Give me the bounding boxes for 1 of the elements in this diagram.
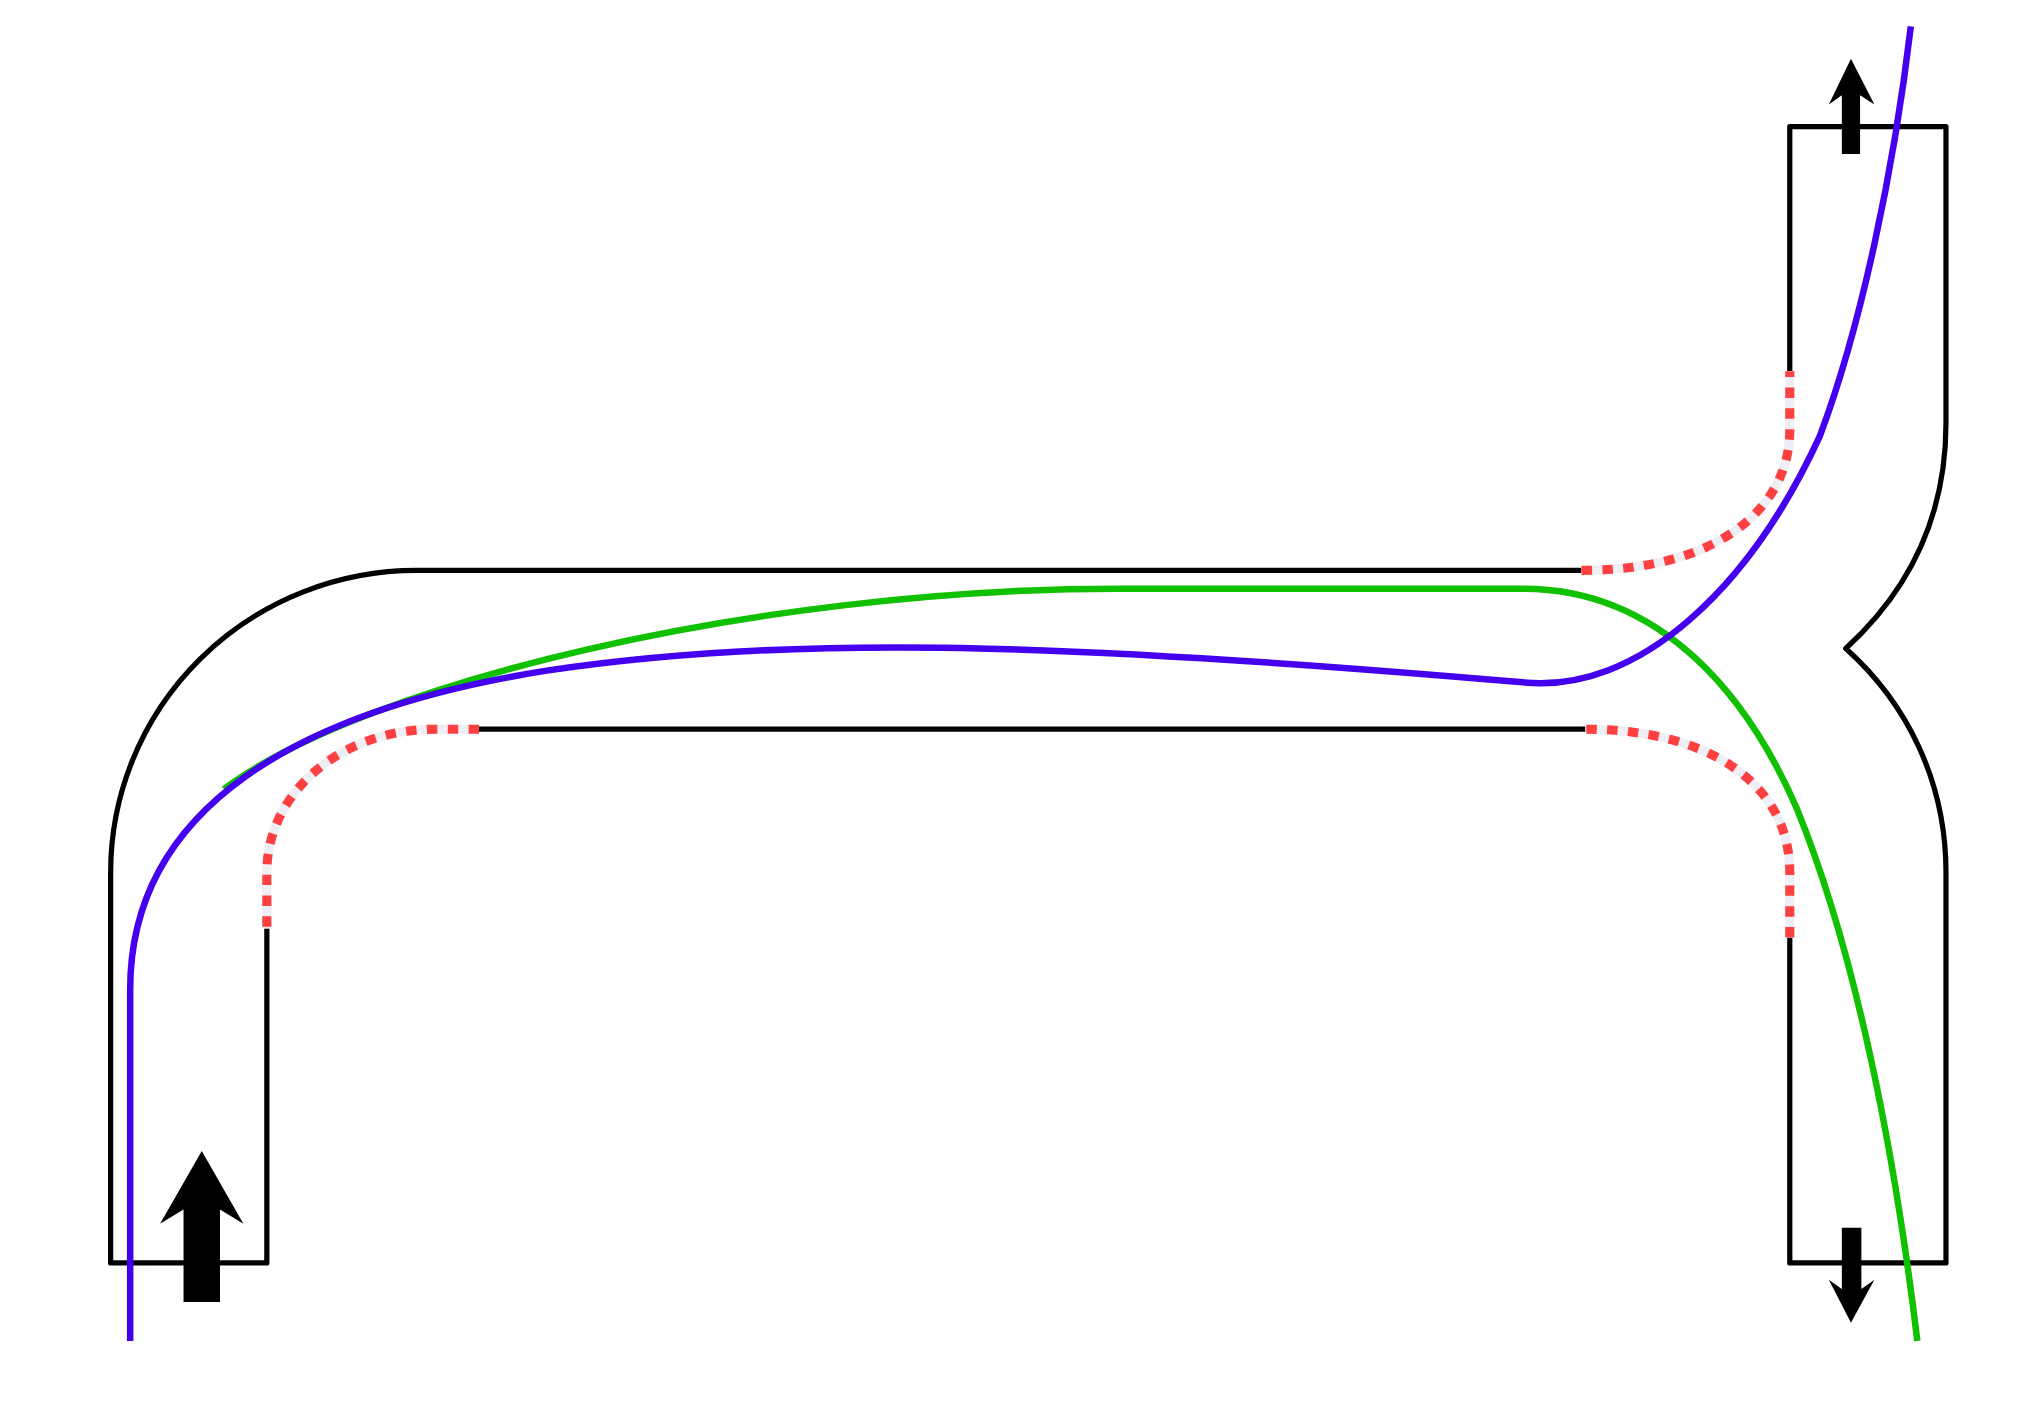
race-track: [108, 123, 1949, 1266]
